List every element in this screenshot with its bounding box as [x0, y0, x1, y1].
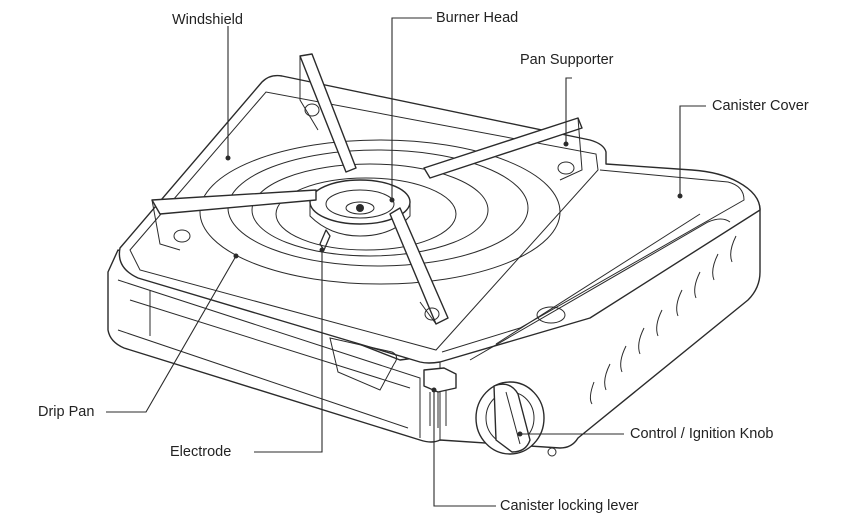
leader-burner-head	[391, 17, 432, 200]
label-drip-pan: Drip Pan	[38, 404, 95, 420]
burner-head	[309, 179, 411, 237]
canister-locking-lever	[423, 367, 457, 428]
label-electrode: Electrode	[170, 444, 232, 460]
leader-canister-cover	[679, 105, 706, 196]
leader-locking-lever	[433, 390, 496, 507]
label-control-knob: Control / Ignition Knob	[630, 426, 774, 442]
leader-electrode	[254, 250, 323, 453]
label-canister-cover: Canister Cover	[712, 98, 809, 114]
control-knob	[475, 381, 557, 457]
leader-pan-supporter	[565, 77, 572, 144]
label-burner-head: Burner Head	[436, 10, 519, 26]
leader-lines	[106, 17, 706, 507]
pan-supporters	[151, 53, 583, 325]
stove-body	[107, 74, 761, 449]
label-pan-supporter: Pan Supporter	[520, 52, 614, 68]
label-locking-lever: Canister locking lever	[500, 498, 639, 514]
leader-drip-pan	[106, 255, 237, 413]
label-windshield: Windshield	[172, 12, 243, 28]
